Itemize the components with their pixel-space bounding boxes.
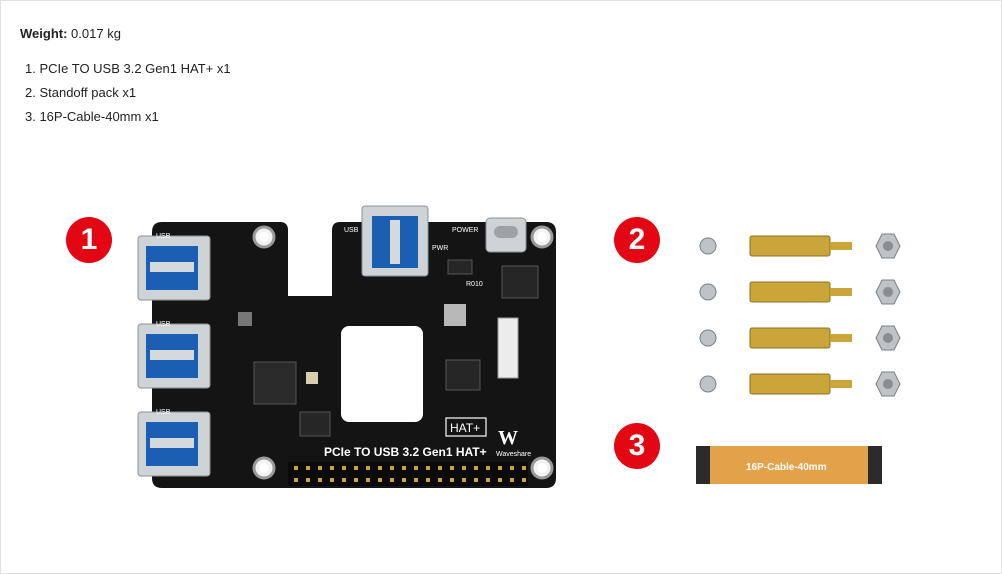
silk-usb-label: USB bbox=[156, 233, 171, 240]
standoff-row bbox=[699, 325, 901, 351]
standoff-pack-image bbox=[699, 233, 901, 397]
board-cutout bbox=[341, 326, 423, 422]
hat-label: HAT+ bbox=[450, 421, 480, 435]
weight-spec: Weight: 0.017 kg bbox=[20, 26, 121, 41]
item-number-badge: 1 bbox=[66, 217, 112, 263]
silk-usb-label: USB bbox=[156, 409, 171, 416]
flex-cable-body bbox=[696, 446, 882, 484]
flex-cable-image: 16P-Cable-40mm bbox=[696, 446, 882, 484]
item-number-badge: 3 bbox=[614, 423, 660, 469]
hat-board-image: USB USB USB USB POWER PWR R010 PCIe TO U… bbox=[137, 205, 556, 488]
silk-usb-label: USB bbox=[344, 227, 359, 234]
hat-label-box bbox=[445, 417, 487, 437]
list-item: 1. PCIe TO USB 3.2 Gen1 HAT+ x1 bbox=[25, 61, 231, 76]
weight-value: 0.017 kg bbox=[71, 26, 121, 41]
standoff-row bbox=[699, 371, 901, 397]
silk-chip-label: R010 bbox=[466, 281, 483, 288]
standoff-row bbox=[699, 233, 901, 259]
silk-pwr-label: PWR bbox=[432, 245, 448, 252]
list-item: 2. Standoff pack x1 bbox=[25, 85, 137, 100]
item-number-badge: 2 bbox=[614, 217, 660, 263]
usb-port bbox=[137, 235, 211, 301]
board-title: PCIe TO USB 3.2 Gen1 HAT+ bbox=[324, 445, 487, 459]
usb-port bbox=[137, 323, 211, 389]
package-content-list: 1. PCIe TO USB 3.2 Gen1 HAT+ x1 2. Stand… bbox=[25, 61, 231, 133]
cable-stiffener bbox=[868, 446, 882, 484]
cable-stiffener bbox=[696, 446, 710, 484]
silk-power-label: POWER bbox=[452, 227, 478, 234]
waveshare-logo: W bbox=[498, 427, 518, 449]
cable-label: 16P-Cable-40mm bbox=[746, 462, 827, 473]
weight-label: Weight: bbox=[20, 26, 68, 41]
waveshare-brand: Waveshare bbox=[496, 451, 531, 458]
controller-chip bbox=[253, 361, 297, 405]
list-item: 3. 16P-Cable-40mm x1 bbox=[25, 109, 159, 124]
standoff-row bbox=[699, 279, 901, 305]
usb-port bbox=[361, 205, 429, 277]
silk-usb-label: USB bbox=[156, 321, 171, 328]
usb-port bbox=[137, 411, 211, 477]
gpio-header bbox=[288, 462, 528, 486]
